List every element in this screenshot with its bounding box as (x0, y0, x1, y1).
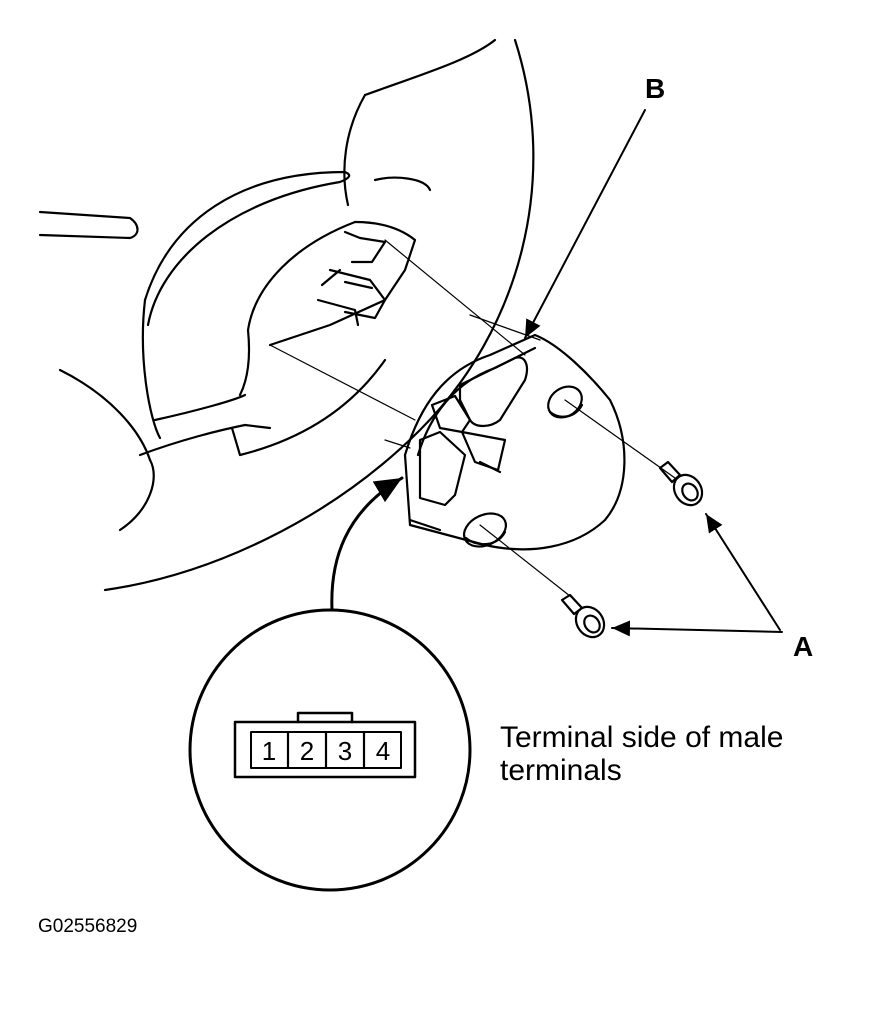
arrow-a-upper (705, 513, 781, 631)
switch-opening (268, 220, 417, 347)
steering-wheel-rim (103, 38, 535, 592)
steering-wheel-spoke (38, 170, 432, 532)
callout-label-a: A (793, 631, 813, 662)
arrow-a-lower (611, 620, 783, 637)
switch-assembly (403, 333, 626, 551)
callout-label-b: B (645, 73, 665, 104)
caption-line-2: terminals (500, 754, 622, 787)
terminal-3: 3 (338, 736, 352, 766)
terminal-2: 2 (300, 736, 314, 766)
alignment-lines (269, 239, 676, 601)
terminal-numbers: 1 2 3 4 (262, 736, 390, 766)
terminal-4: 4 (376, 736, 390, 766)
caption-line-1: Terminal side of male (500, 721, 783, 754)
terminal-1: 1 (262, 736, 276, 766)
arrow-detail (330, 476, 404, 612)
detail-circle (188, 608, 472, 892)
connector-face (233, 711, 417, 779)
callout-arrows (330, 109, 783, 637)
screw-lower (560, 593, 606, 639)
arrow-b (524, 109, 646, 339)
screw-upper (658, 460, 704, 507)
figure-id: G02556829 (38, 916, 137, 937)
